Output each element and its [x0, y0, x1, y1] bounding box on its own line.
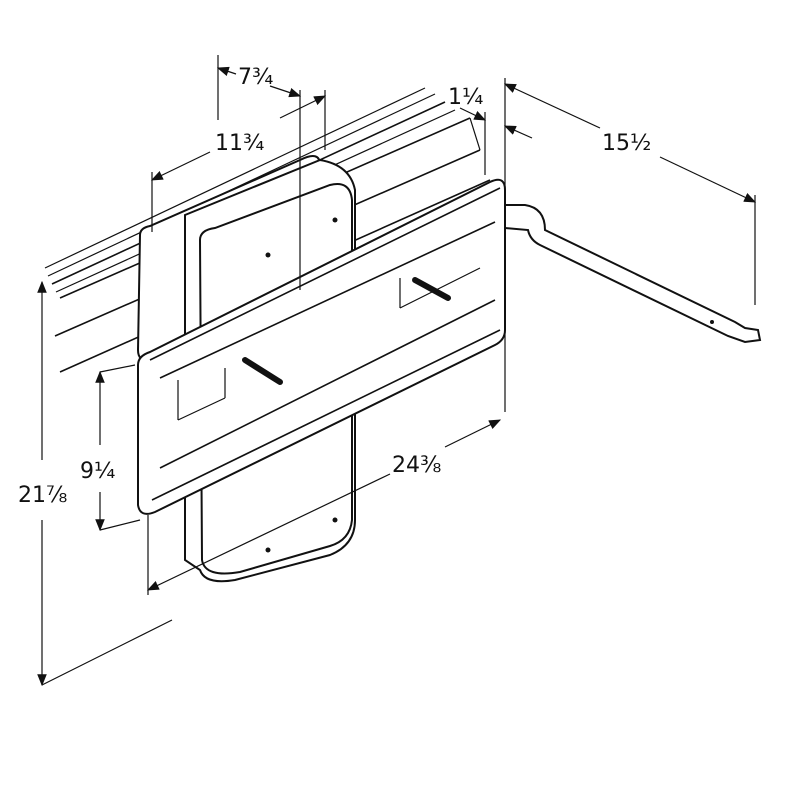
dimension-lines	[37, 55, 757, 687]
dim-label-overall-height: 21⅞	[18, 483, 67, 508]
dim-label-panel-thickness: 1¼	[448, 85, 483, 110]
dim-label-panel-width: 24⅜	[392, 453, 441, 478]
dim-label-panel-height: 9¼	[80, 459, 115, 484]
support-arm	[504, 204, 762, 344]
dim-label-arm-projection: 15½	[602, 131, 651, 156]
dim-label-backplate-depth: 7¾	[238, 65, 273, 90]
shelf-panel	[137, 178, 506, 515]
dim-label-backplate-width: 11¾	[215, 131, 264, 156]
